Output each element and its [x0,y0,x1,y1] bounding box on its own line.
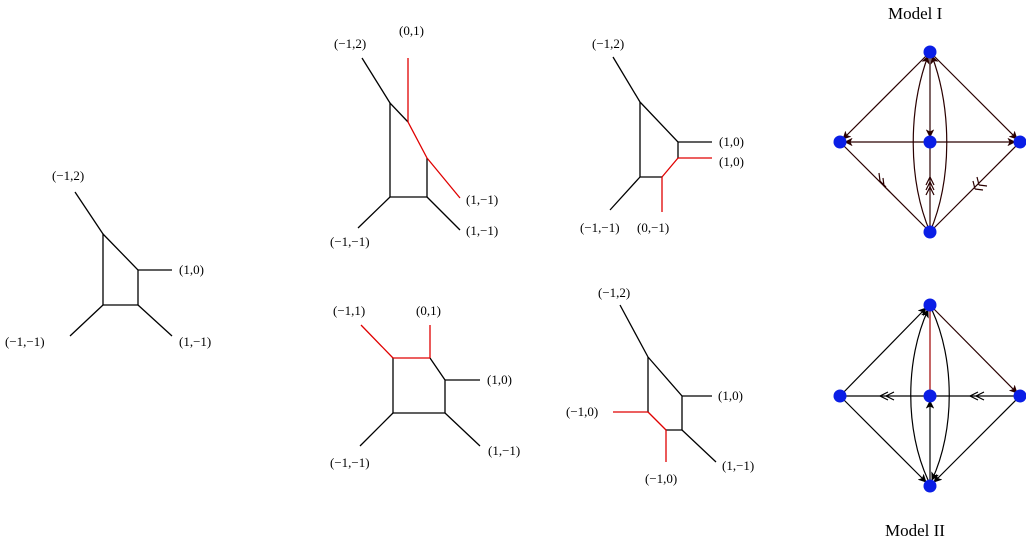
model-1-node-center [923,135,937,149]
model-2-node-left [833,389,847,403]
c-label-bottom-left: (−1,−1) [330,455,370,470]
a-label-top-red: (0,1) [399,23,424,38]
a-label-bottom-right: (1,−1) [466,223,498,238]
c-label-top-right: (0,1) [416,303,441,318]
b-label-top: (−1,2) [592,36,624,51]
a-label-top: (−1,2) [334,36,366,51]
b-label-right2: (1,0) [719,154,744,169]
model-1-node-bottom [923,225,937,239]
d-label-right: (1,0) [718,388,743,403]
web-diagram-b: (−1,2) (1,0) (1,0) (−1,−1) (0,−1) [580,36,744,235]
b-label-bottom-red: (0,−1) [637,220,669,235]
b-label-bottom-left: (−1,−1) [580,220,620,235]
model-2-node-right [1013,389,1026,403]
c-label-right: (1,0) [487,372,512,387]
main-label-right: (1,0) [179,262,204,277]
main-label-top: (−1,2) [52,168,84,183]
main-label-bottom-left: (−1,−1) [5,334,45,349]
model-2-node-center [923,389,937,403]
c-label-top-left: (−1,1) [333,303,365,318]
c-label-bottom-right: (1,−1) [488,443,520,458]
b-label-right1: (1,0) [719,134,744,149]
model-1-node-left [833,135,847,149]
model-1-title: Model I [888,4,943,23]
model-2-node-bottom [923,479,937,493]
d-label-left-red: (−1,0) [566,404,598,419]
main-label-bottom-right: (1,−1) [179,334,211,349]
web-diagram-main: (−1,2) (1,0) (−1,−1) (1,−1) [5,168,211,349]
model-1-node-right [1013,135,1026,149]
d-label-bottom-red: (−1,0) [645,471,677,486]
d-label-top: (−1,2) [598,285,630,300]
web-diagram-d: (−1,2) (−1,0) (−1,0) (1,0) (1,−1) [566,285,754,486]
d-label-bottom-right: (1,−1) [722,458,754,473]
model-2-node-top [923,298,937,312]
a-label-right-red: (1,−1) [466,192,498,207]
web-diagram-c: (−1,1) (0,1) (1,0) (−1,−1) (1,−1) [330,303,520,470]
model-2-title: Model II [885,521,945,540]
a-label-bottom-left: (−1,−1) [330,234,370,249]
quiver-model-2: Model II [833,298,1026,540]
quiver-model-1: Model I [833,4,1026,239]
model-1-node-top [923,45,937,59]
web-diagram-a: (−1,2) (0,1) (1,−1) (1,−1) (−1,−1) [330,23,498,249]
